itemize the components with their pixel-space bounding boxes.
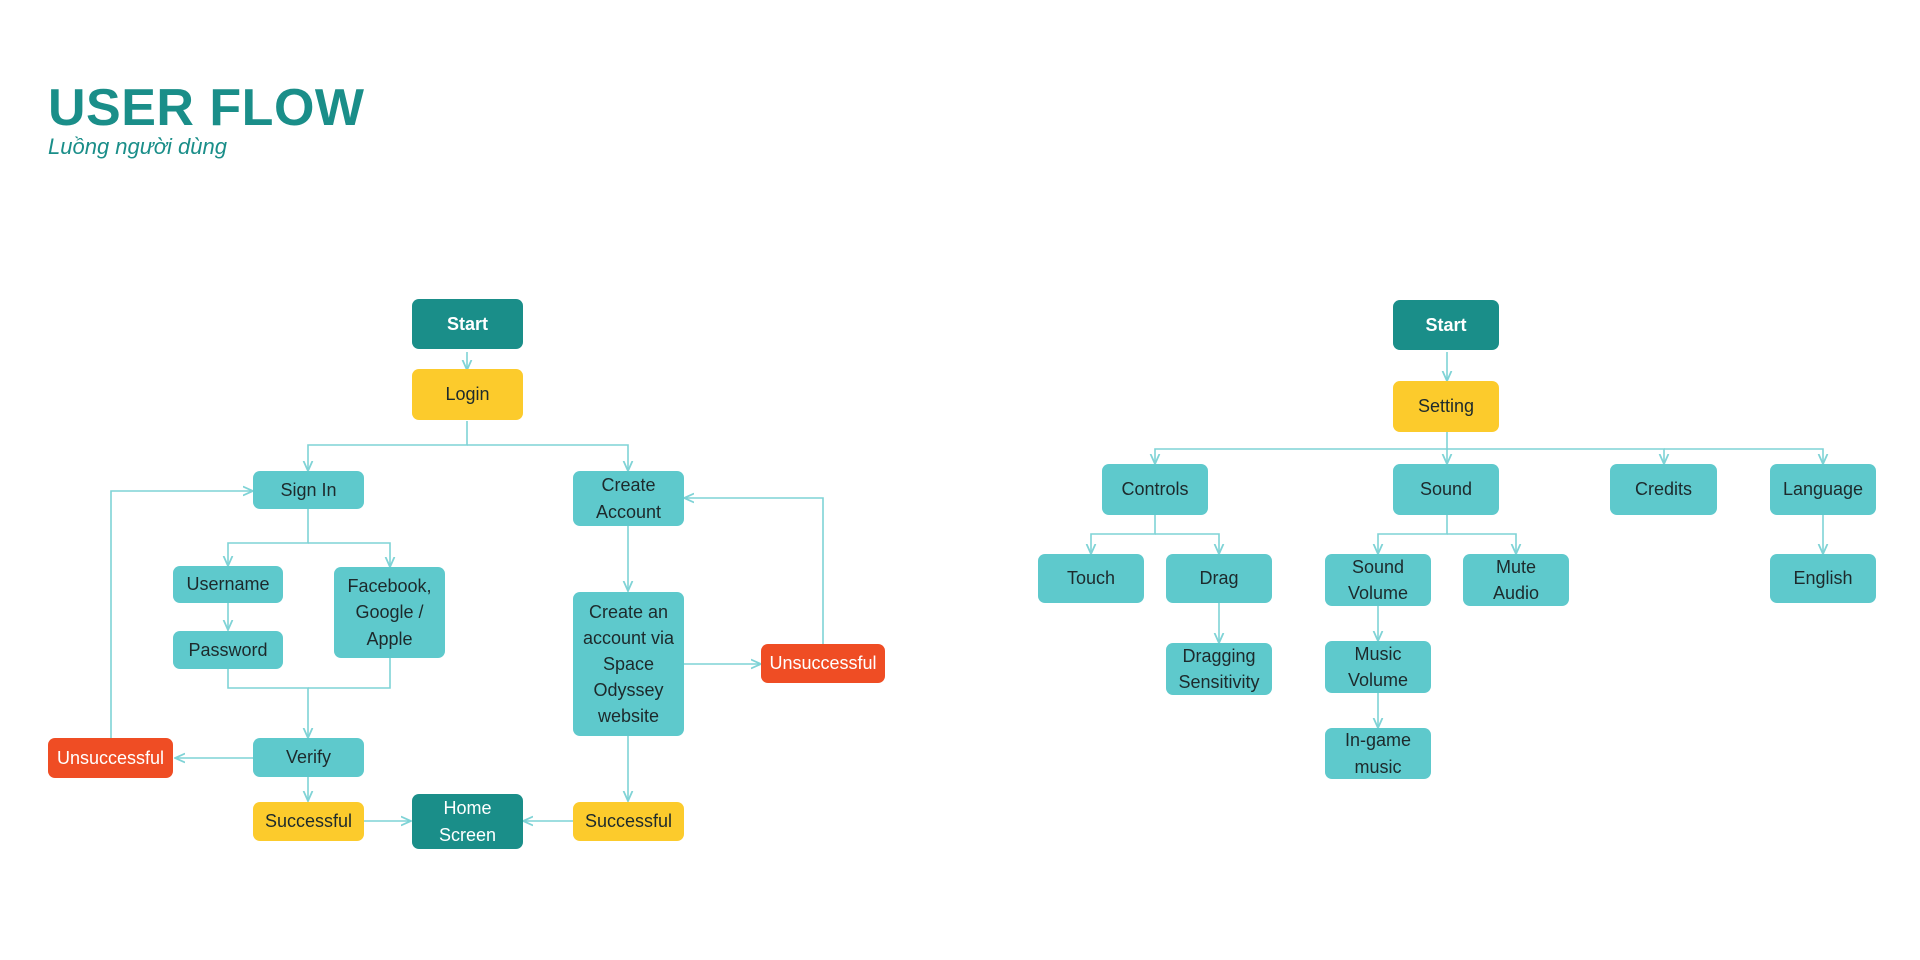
node-mute-audio: Mute Audio — [1463, 554, 1569, 606]
edge-controls-drag — [1155, 533, 1219, 554]
edge-unsuccessful-signin — [110, 491, 253, 738]
node-dragging-sensitivity: Dragging Sensitivity — [1166, 643, 1272, 695]
node-sound: Sound — [1393, 464, 1499, 515]
node-login: Login — [412, 369, 523, 420]
edge-login-create — [467, 444, 628, 471]
node-start: Start — [412, 299, 523, 349]
node-username: Username — [173, 566, 283, 603]
node-setting: Setting — [1393, 381, 1499, 432]
node-music-volume: Music Volume — [1325, 641, 1431, 693]
node-verify: Verify — [253, 738, 364, 777]
page-title: USER FLOW — [48, 79, 365, 137]
node-credits: Credits — [1610, 464, 1717, 515]
edge-social-verify — [308, 658, 391, 689]
node-facebook-google-apple: Facebook, Google / Apple — [334, 567, 445, 658]
node-password: Password — [173, 631, 283, 669]
node-ingame-music: In-game music — [1325, 728, 1431, 779]
edge-unsuccessful-create — [684, 498, 824, 644]
edge-setting-branch — [1155, 432, 1448, 464]
node-english: English — [1770, 554, 1876, 603]
edge-login-branch — [308, 421, 468, 471]
node-create-account: Create Account — [573, 471, 684, 526]
edge-sound-soundvolume — [1378, 515, 1448, 554]
edge-setting-language — [1664, 448, 1823, 464]
edge-controls-touch — [1091, 515, 1156, 554]
node-successful-left: Successful — [253, 802, 364, 841]
node-drag: Drag — [1166, 554, 1272, 603]
node-create-via-website: Create an account via Space Odyssey webs… — [573, 592, 684, 736]
node-successful-right: Successful — [573, 802, 684, 841]
node-sign-in: Sign In — [253, 471, 364, 509]
node-sound-volume: Sound Volume — [1325, 554, 1431, 606]
node-start-settings: Start — [1393, 300, 1499, 350]
node-home-screen: Home Screen — [412, 794, 523, 849]
edge-signin-username — [228, 509, 309, 566]
node-touch: Touch — [1038, 554, 1144, 603]
edge-setting-credits — [1447, 448, 1664, 464]
edge-signin-social — [308, 542, 390, 567]
edge-sound-mute — [1447, 533, 1516, 554]
page-subtitle: Luồng người dùng — [48, 134, 227, 159]
node-controls: Controls — [1102, 464, 1208, 515]
node-unsuccessful-verify: Unsuccessful — [48, 738, 173, 778]
node-language: Language — [1770, 464, 1876, 515]
node-unsuccessful-create: Unsuccessful — [761, 644, 885, 683]
edge-password-verify — [227, 669, 308, 738]
